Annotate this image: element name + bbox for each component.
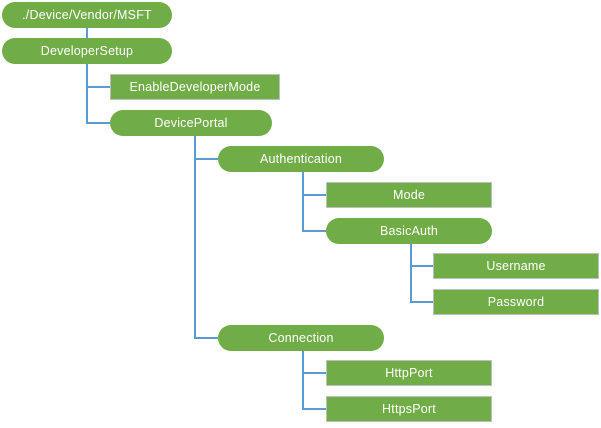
node-label-http-port: HttpPort: [385, 365, 433, 380]
connector-basic-auth-to-password: [410, 301, 433, 303]
node-basic-auth[interactable]: BasicAuth: [326, 218, 492, 244]
node-label-authentication: Authentication: [259, 151, 343, 166]
node-https-port[interactable]: HttpsPort: [326, 396, 492, 422]
node-label-password: Password: [487, 294, 545, 309]
node-authentication[interactable]: Authentication: [218, 146, 384, 172]
node-http-port[interactable]: HttpPort: [326, 360, 492, 386]
node-label-basic-auth: BasicAuth: [379, 223, 439, 238]
node-label-username: Username: [486, 258, 546, 273]
node-label-root: ./Device/Vendor/MSFT: [22, 7, 152, 22]
node-enable-developer-mode[interactable]: EnableDeveloperMode: [110, 74, 280, 100]
node-mode[interactable]: Mode: [326, 182, 492, 208]
node-label-mode: Mode: [392, 187, 426, 202]
connector-device-portal-to-connection: [194, 337, 218, 339]
node-label-connection: Connection: [268, 330, 334, 345]
node-connection[interactable]: Connection: [218, 325, 384, 351]
connector-developer-setup-to-device-portal: [86, 122, 110, 124]
node-label-developer-setup: DeveloperSetup: [40, 43, 134, 58]
node-password[interactable]: Password: [433, 289, 599, 315]
node-label-https-port: HttpsPort: [382, 401, 436, 416]
node-label-device-portal: DevicePortal: [154, 115, 228, 130]
connector-authentication-to-basic-auth: [302, 230, 326, 232]
connector-connection-to-https-port: [302, 408, 326, 410]
connector-root-to-developer-setup: [86, 28, 88, 38]
connector-developer-setup-stem: [86, 64, 88, 123]
connector-developer-setup-to-enable-mode: [86, 86, 110, 88]
node-username[interactable]: Username: [433, 253, 599, 279]
node-root[interactable]: ./Device/Vendor/MSFT: [2, 2, 172, 28]
node-device-portal[interactable]: DevicePortal: [110, 110, 272, 136]
node-label-enable-developer-mode: EnableDeveloperMode: [129, 79, 261, 94]
connector-device-portal-stem: [194, 136, 196, 338]
connector-device-portal-to-authentication: [194, 158, 218, 160]
connector-basic-auth-to-username: [410, 265, 433, 267]
connector-authentication-stem: [302, 172, 304, 231]
connector-authentication-to-mode: [302, 194, 326, 196]
connector-basic-auth-stem: [410, 244, 412, 302]
node-developer-setup[interactable]: DeveloperSetup: [2, 38, 172, 64]
connector-connection-stem: [302, 351, 304, 409]
connector-connection-to-http-port: [302, 372, 326, 374]
